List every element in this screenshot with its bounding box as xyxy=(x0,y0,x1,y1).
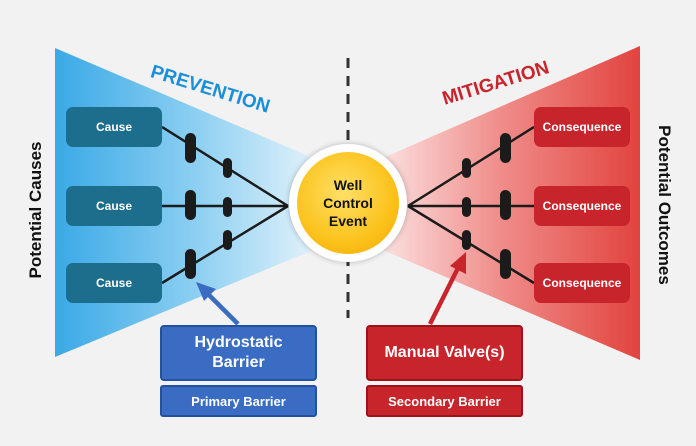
secondary-barrier-caption: Secondary Barrier xyxy=(366,385,523,417)
event-line-3: Event xyxy=(328,213,368,229)
barrier-mark xyxy=(462,197,471,217)
secondary-arrow xyxy=(427,252,466,326)
well-control-event-circle: Well Control Event xyxy=(289,144,407,262)
barrier-mark xyxy=(500,133,511,163)
primary-arrow xyxy=(196,282,240,326)
barrier-mark xyxy=(462,158,471,178)
cause-box: Cause xyxy=(66,107,162,147)
barrier-mark xyxy=(223,197,232,217)
barrier-mark xyxy=(500,190,511,220)
event-line-2: Control xyxy=(323,195,373,211)
potential-outcomes-label: Potential Outcomes xyxy=(655,125,674,285)
consequence-box: Consequence xyxy=(534,186,630,226)
prevention-barriers xyxy=(185,133,232,279)
primary-barrier-caption: Primary Barrier xyxy=(160,385,317,417)
barrier-mark xyxy=(223,230,232,250)
consequence-box: Consequence xyxy=(534,107,630,147)
barrier-mark xyxy=(500,249,511,279)
event-line-1: Well xyxy=(333,177,363,193)
cause-box: Cause xyxy=(66,263,162,303)
primary-title-line-2: Barrier xyxy=(212,354,265,371)
manual-valves-box: Manual Valve(s) xyxy=(366,325,523,381)
barrier-mark xyxy=(185,190,196,220)
barrier-mark xyxy=(185,133,196,163)
primary-title-line-1: Hydrostatic xyxy=(194,334,283,351)
barrier-mark xyxy=(462,230,471,250)
potential-causes-label: Potential Causes xyxy=(26,141,45,279)
cause-box: Cause xyxy=(66,186,162,226)
hydrostatic-barrier-box: Hydrostatic Barrier xyxy=(160,325,317,381)
well-control-event: Well Control Event xyxy=(297,152,399,254)
barrier-mark xyxy=(185,249,196,279)
barrier-mark xyxy=(223,158,232,178)
consequence-box: Consequence xyxy=(534,263,630,303)
mitigation-barriers xyxy=(462,133,511,279)
